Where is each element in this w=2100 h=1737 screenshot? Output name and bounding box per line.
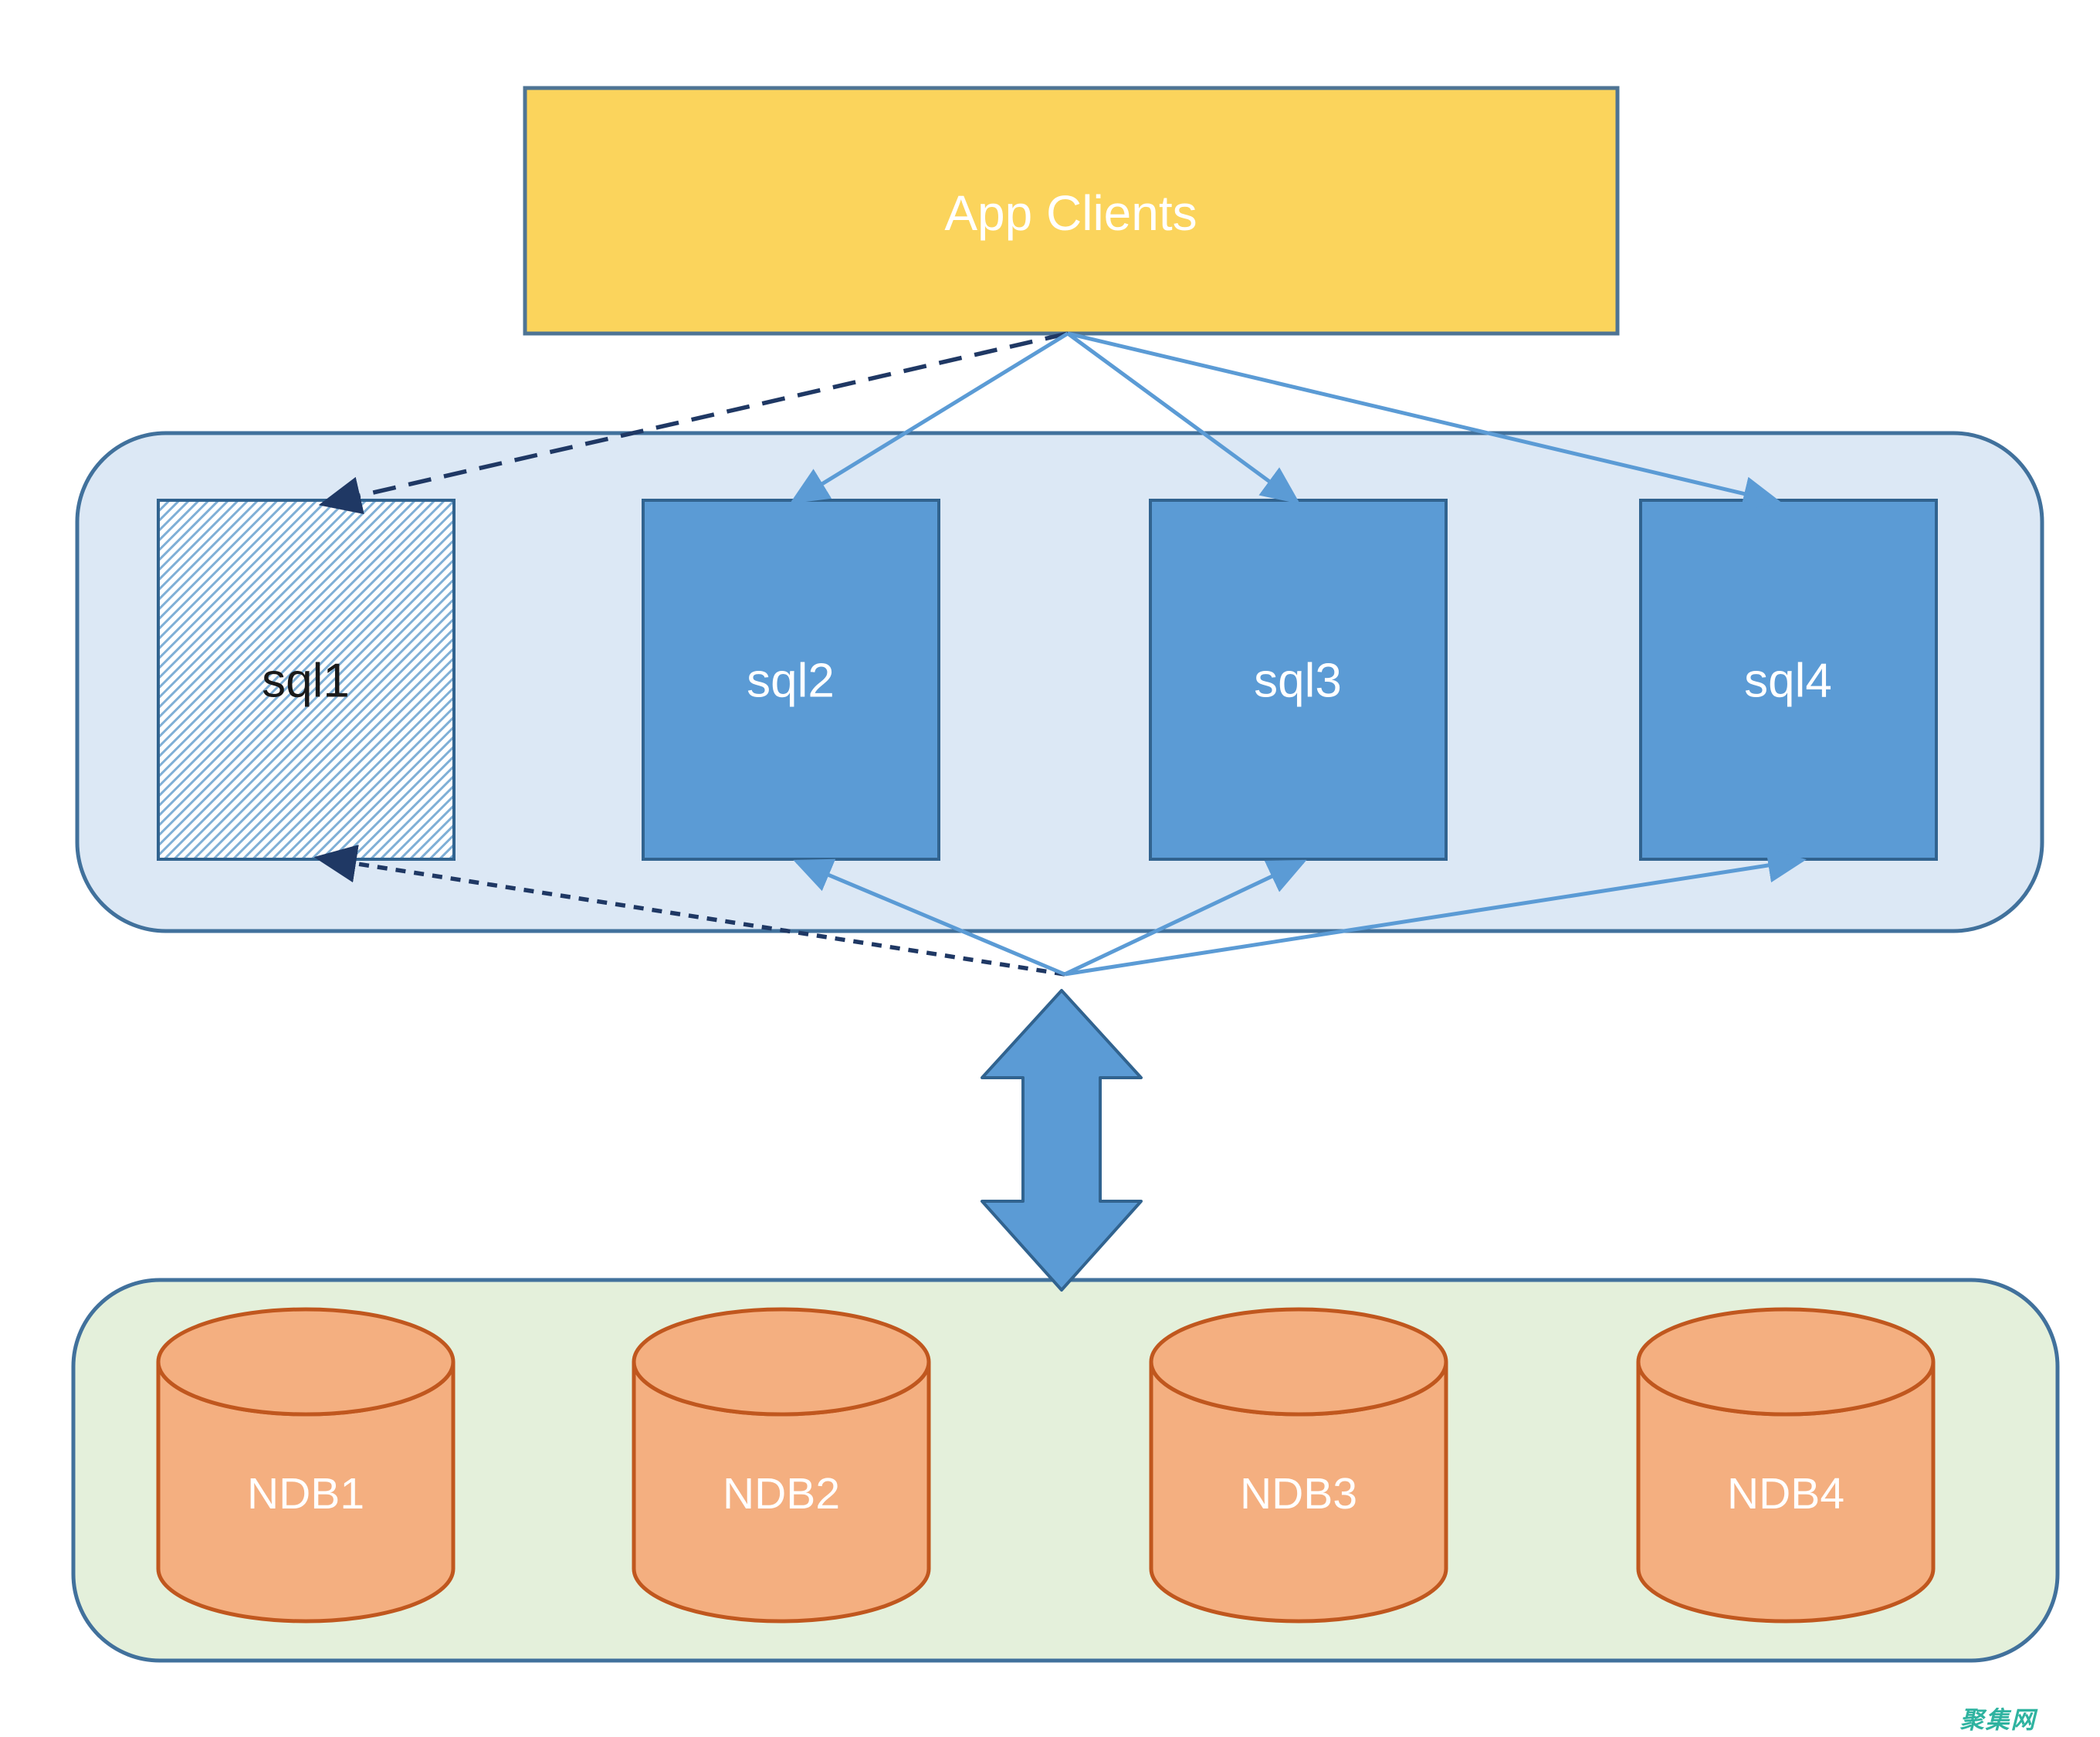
- ndb-node-group: NDB1 NDB2 NDB3 NDB4: [156, 1307, 1936, 1624]
- ndb-to-sql-edges: [313, 845, 1807, 977]
- sql-ndb-double-arrow: [981, 989, 1143, 1292]
- ndb4-label: NDB4: [1727, 1469, 1844, 1519]
- sql1-box: [157, 499, 456, 861]
- edge-app-to-sql4: [1067, 331, 1782, 511]
- watermark-text: 聚集网: [1959, 1707, 2039, 1734]
- sql2-box: [642, 499, 940, 861]
- edge-app-to-sql3: [1066, 331, 1301, 504]
- edge-app-to-sql1-dashed: [318, 331, 1069, 515]
- edge-ndb-to-sql2: [793, 858, 1065, 977]
- sql-tier-container: [75, 431, 2044, 933]
- edge-ndb-to-sql4: [1064, 848, 1807, 977]
- sql1-label: sql1: [262, 655, 350, 708]
- ndb3-cylinder: NDB3: [1149, 1307, 1448, 1624]
- sql4-label: sql4: [1744, 655, 1832, 708]
- app-to-sql-edges: [318, 331, 1782, 515]
- ndb4-cylinder: NDB4: [1636, 1307, 1936, 1624]
- ndb2-cylinder: NDB2: [632, 1307, 931, 1624]
- ndb3-label: NDB3: [1240, 1469, 1357, 1519]
- ndb1-label: NDB1: [247, 1469, 364, 1519]
- app-clients-label: App Clients: [944, 185, 1197, 241]
- sql3-label: sql3: [1254, 655, 1342, 708]
- ndb1-cylinder: NDB1: [156, 1307, 456, 1624]
- ndb2-label: NDB2: [723, 1469, 840, 1519]
- edge-app-to-sql2: [789, 331, 1069, 504]
- sql-node-group: sql1 sql2 sql3 sql4: [157, 499, 1938, 861]
- edge-ndb-to-sql1-dashed: [313, 845, 1065, 977]
- edge-ndb-to-sql3: [1063, 859, 1307, 977]
- sql2-label: sql2: [747, 655, 835, 708]
